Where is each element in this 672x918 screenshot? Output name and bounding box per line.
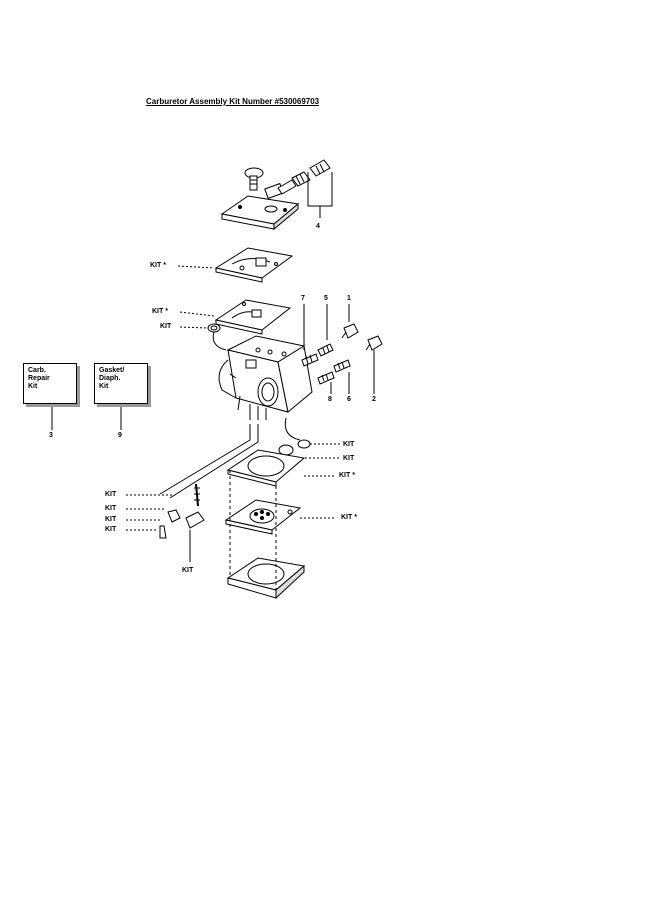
inlet-screen [207,323,221,333]
kit-label-metering-gasket: KIT * [339,472,355,479]
callout-2: 2 [372,396,376,403]
callout-7: 7 [301,295,305,302]
callout-3: 3 [49,432,53,439]
callout-6: 6 [347,396,351,403]
kit-leaders [177,265,227,351]
kit-label-pump-diaphragm: KIT * [150,262,166,269]
repair-kit-box: Carb. Repair Kit [23,363,77,404]
kit-label-inlet-screen: KIT [160,323,172,330]
repair-kit-line-1: Carb. [28,367,46,374]
kit-label-lever-pin: KIT [105,491,117,498]
kit-label-spring: KIT [343,455,355,462]
kit-label-inlet-lever: KIT [182,567,194,574]
pump-cover [220,182,300,231]
gasket-kit-line-2: Diaph. [99,375,121,382]
gasket-kit-line-3: Kit [99,383,109,390]
metering-parts [278,417,340,459]
metering-diaphragm [224,499,334,535]
top-screw [244,167,264,191]
callout-9: 9 [118,432,122,439]
kit-label-lever: KIT [105,505,117,512]
inlet-needle-parts [126,424,259,562]
diagram-title: Carburetor Assembly Kit Number #53006970… [146,97,320,106]
metering-gasket [226,449,334,487]
pump-gasket [214,299,292,335]
metering-cover [226,470,306,600]
kit-label-pump-gasket: KIT * [152,308,168,315]
repair-kit-line-2: Repair [28,375,50,382]
kit-label-metering-diaphragm: KIT * [341,514,357,521]
kit-label-needle: KIT [343,441,355,448]
gasket-kit-line-1: Gasket/ [99,367,125,374]
callout-1: 1 [347,295,351,302]
gasket-kit-box: Gasket/ Diaph. Kit [94,363,148,404]
callout-5: 5 [324,295,328,302]
kit-label-needle-valve: KIT [105,526,117,533]
callout-8: 8 [328,396,332,403]
kit-label-screw: KIT [105,516,117,523]
repair-kit-line-3: Kit [28,383,38,390]
needle-assembly-4 [277,159,333,218]
pump-diaphragm [214,247,294,283]
carburetor-body [218,335,313,420]
callout-4: 4 [316,223,320,230]
adjust-screws [301,304,383,394]
